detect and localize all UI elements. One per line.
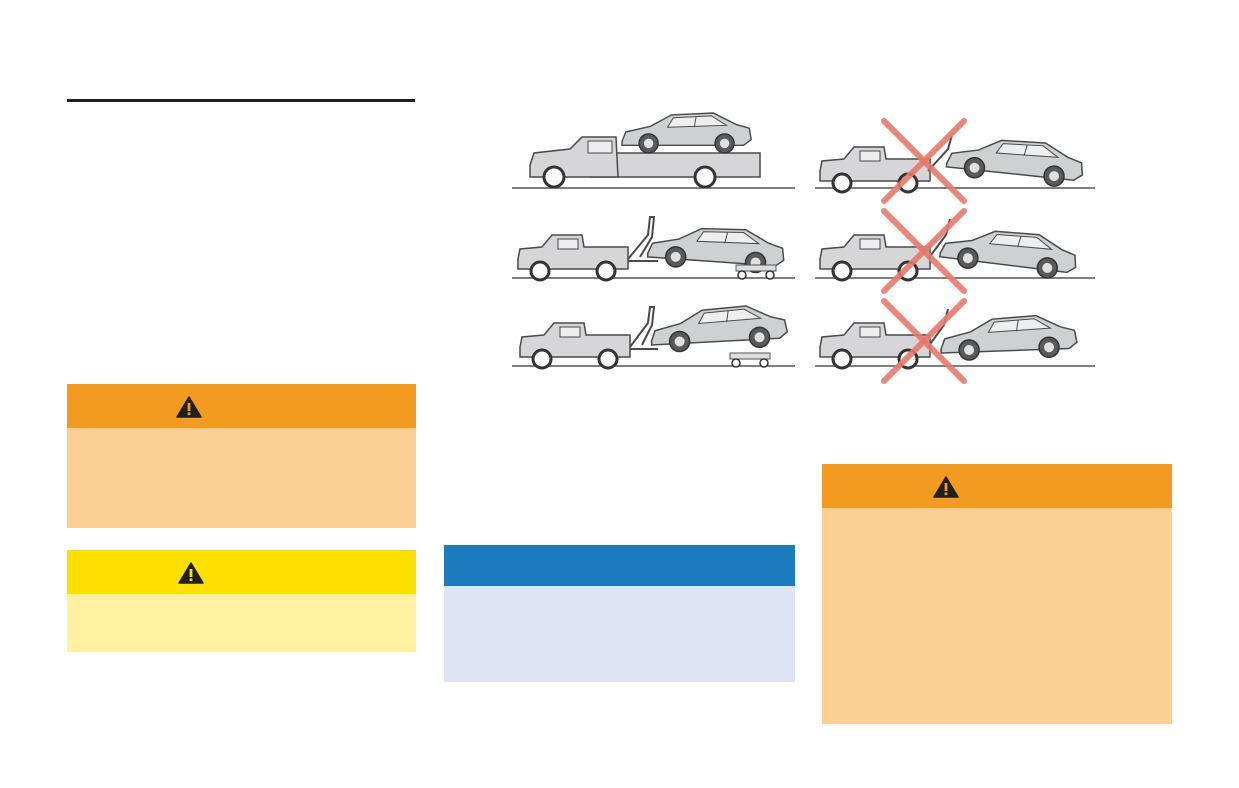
caution-box-body bbox=[67, 594, 416, 652]
flatbed-tow-illustration bbox=[512, 112, 795, 189]
note-box-body bbox=[444, 586, 795, 682]
note-box bbox=[444, 545, 795, 682]
warning-triangle-icon bbox=[933, 476, 959, 498]
caution-box-header bbox=[67, 550, 416, 594]
wheel-lift-dolly-front-illustration bbox=[512, 303, 795, 370]
warning-box-2-body bbox=[822, 508, 1172, 724]
warning-box-1-body bbox=[67, 428, 416, 528]
caution-box bbox=[67, 550, 416, 652]
section-rule bbox=[67, 99, 415, 102]
note-box-header bbox=[444, 545, 795, 586]
warning-box-1 bbox=[67, 384, 416, 528]
wheel-lift-dolly-rear-illustration bbox=[512, 216, 795, 282]
rear-wheels-on-ground-prohibited-illustration bbox=[815, 211, 1095, 291]
towing-methods-illustration bbox=[512, 112, 1095, 390]
warning-triangle-icon bbox=[176, 396, 202, 418]
front-wheels-on-ground-prohibited-illustration bbox=[815, 301, 1095, 381]
warning-box-2-header bbox=[822, 464, 1172, 508]
warning-triangle-icon bbox=[178, 562, 204, 584]
warning-box-2 bbox=[822, 464, 1172, 724]
sling-tow-prohibited-illustration bbox=[815, 121, 1095, 201]
warning-box-1-header bbox=[67, 384, 416, 428]
